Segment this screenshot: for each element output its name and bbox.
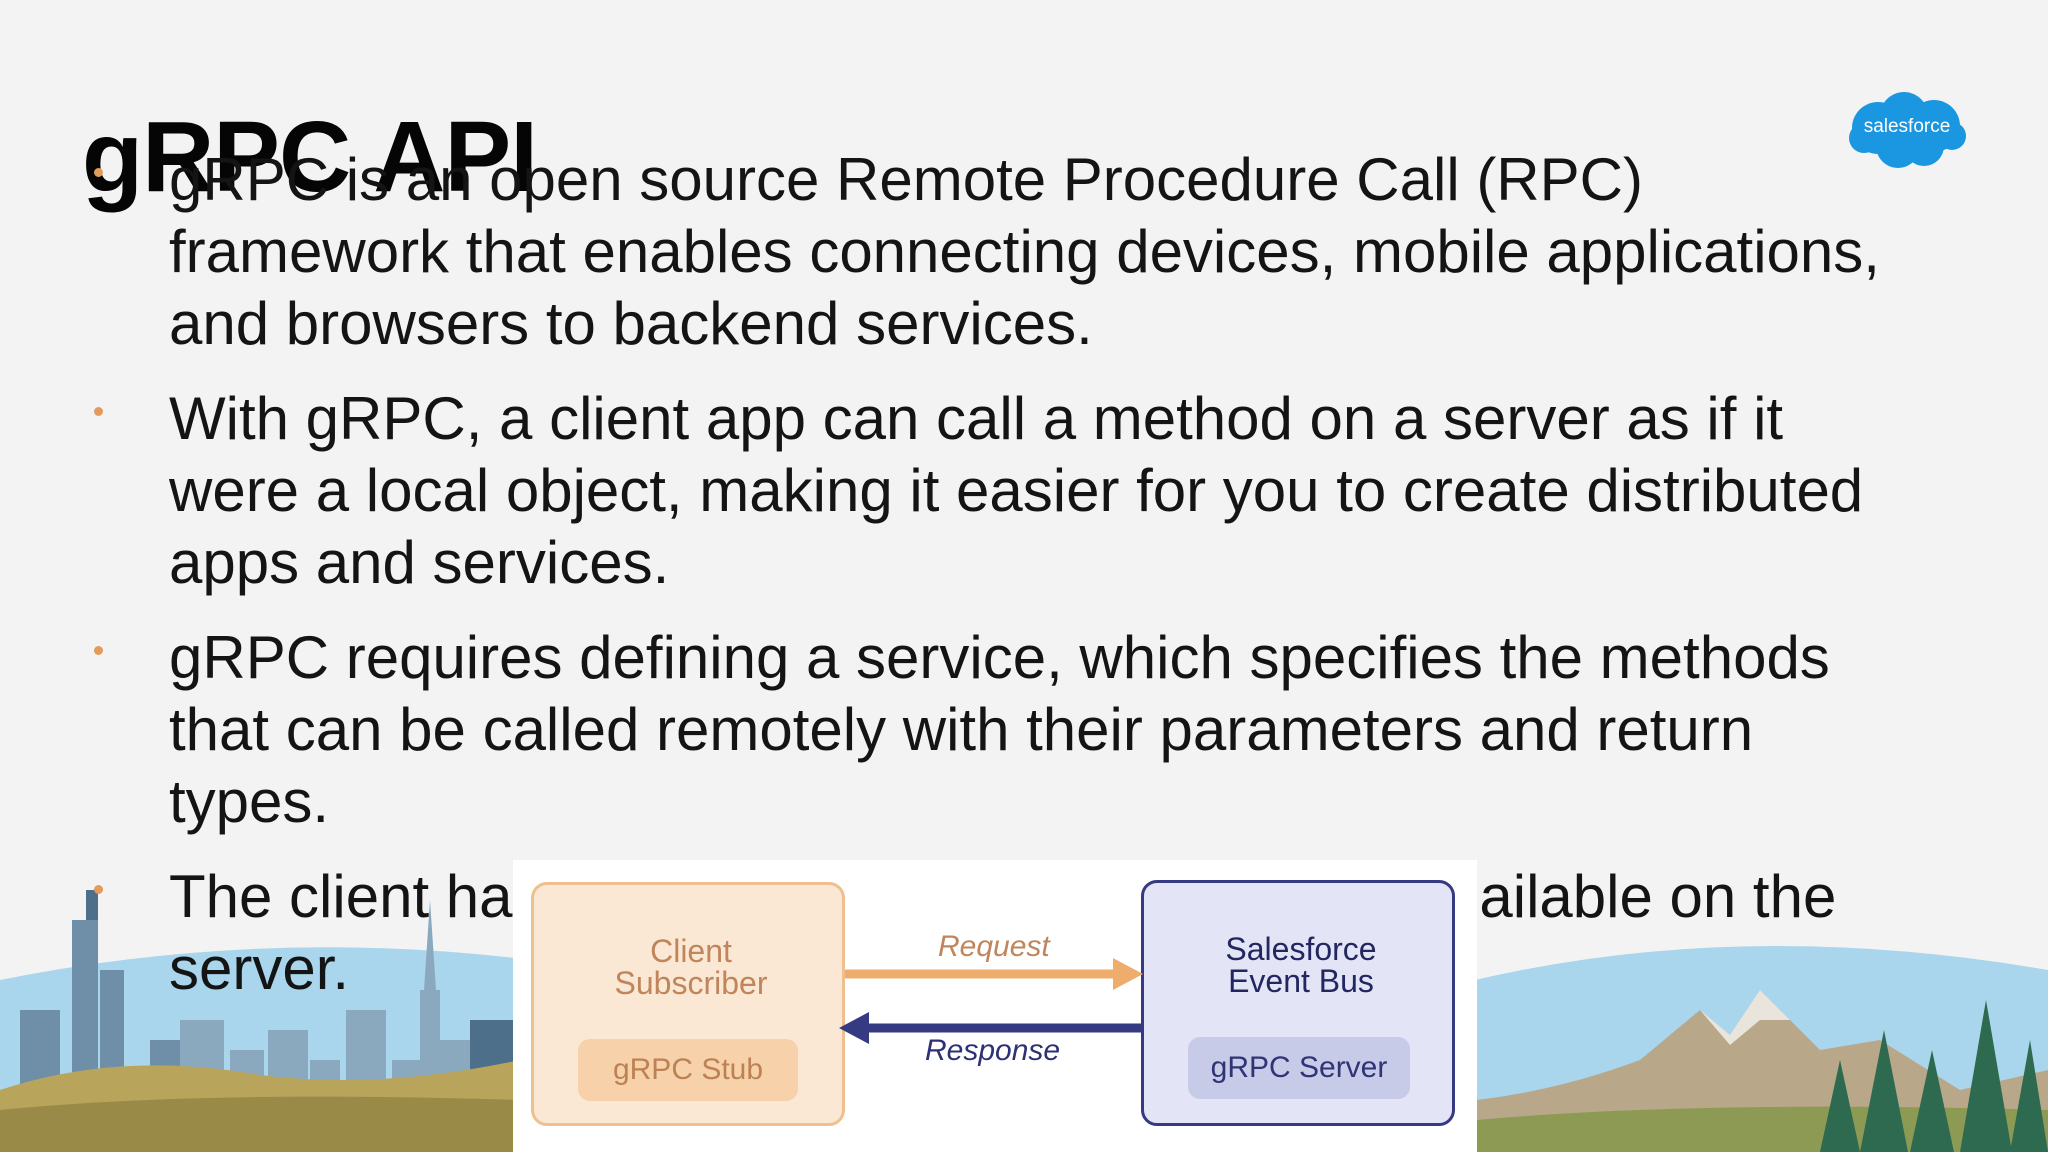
- server-label: Salesforce Event Bus: [1225, 931, 1377, 999]
- bullet-dot: [94, 168, 103, 177]
- grpc-stub-label: gRPC Stub: [578, 1039, 798, 1101]
- request-arrow-icon: [845, 958, 1143, 990]
- landscape-illustration: [0, 890, 2048, 1152]
- grpc-server-label: gRPC Server: [1188, 1037, 1410, 1099]
- client-label: Client Subscriber: [614, 933, 768, 1001]
- client-subscriber-box: Client Subscriber gRPC Stub: [531, 882, 845, 1126]
- response-label: Response: [925, 1034, 1061, 1067]
- bullet-dot: [94, 407, 103, 416]
- bullet-list: gRPC is an open source Remote Procedure …: [88, 144, 1898, 1028]
- salesforce-cloud-icon: [1849, 92, 1966, 168]
- bullet-text: gRPC requires defining a service, which …: [169, 624, 1830, 835]
- bullet-item: With gRPC, a client app can call a metho…: [88, 383, 1898, 599]
- bullet-item: gRPC is an open source Remote Procedure …: [88, 144, 1898, 360]
- diagram-arrows: [839, 958, 1143, 1044]
- response-arrow-icon: [839, 1012, 1141, 1044]
- event-bus-box: Salesforce Event Bus gRPC Server: [1141, 880, 1455, 1126]
- slide-title: gRPC API: [82, 101, 538, 213]
- request-label: Request: [938, 930, 1050, 963]
- salesforce-logo: salesforce: [1848, 90, 1966, 172]
- bullet-text: The client ha ailable on the server.: [169, 863, 1837, 1002]
- bullet-item: The client ha ailable on the server.: [88, 861, 1898, 1005]
- bullet-dot: [94, 646, 103, 655]
- bullet-item: gRPC requires defining a service, which …: [88, 622, 1898, 838]
- logo-text: salesforce: [1863, 116, 1951, 137]
- bullet-text: With gRPC, a client app can call a metho…: [169, 385, 1864, 596]
- bullet-dot: [94, 885, 103, 894]
- bullet-text: gRPC is an open source Remote Procedure …: [169, 146, 1880, 357]
- grpc-diagram: Client Subscriber gRPC Stub Salesforce E…: [513, 860, 1477, 1152]
